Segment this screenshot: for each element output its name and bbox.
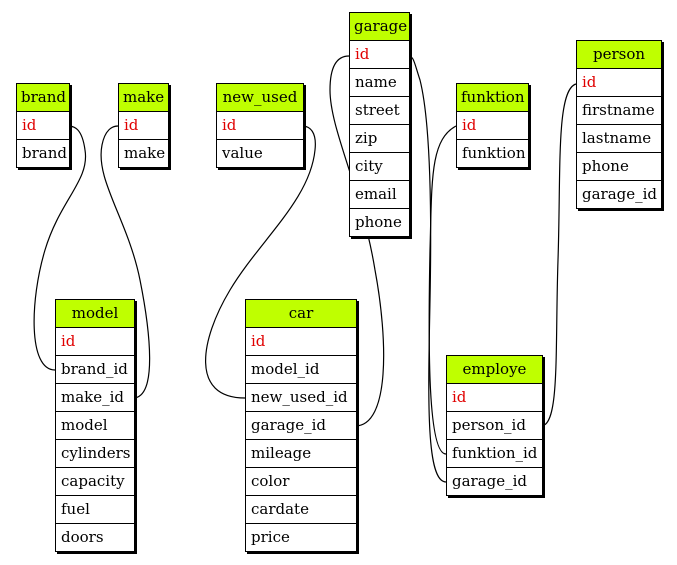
field-phone: phone bbox=[355, 213, 402, 231]
field-email: email bbox=[350, 181, 409, 209]
table-garage[interactable]: garage id name street zip city email pho… bbox=[349, 12, 410, 237]
field-person-id: person_id bbox=[447, 412, 542, 440]
edge-model-brand bbox=[33, 125, 87, 371]
table-title: brand bbox=[17, 84, 69, 112]
table-car[interactable]: car id model_id new_used_id garage_id mi… bbox=[245, 299, 357, 552]
table-funktion[interactable]: funktion id funktion bbox=[456, 83, 529, 168]
field-garage-id: garage_id bbox=[582, 185, 658, 203]
field-brand-id: brand_id bbox=[56, 356, 134, 384]
field-doors: doors bbox=[61, 528, 104, 546]
table-title: garage bbox=[350, 13, 409, 41]
field-id: id bbox=[17, 112, 69, 140]
field-make-id: make_id bbox=[56, 384, 134, 412]
table-title: car bbox=[246, 300, 356, 328]
edge-car-new-used bbox=[205, 125, 316, 399]
field-city: city bbox=[350, 153, 409, 181]
table-model[interactable]: model id brand_id make_id model cylinder… bbox=[55, 299, 135, 552]
field-capacity: capacity bbox=[56, 468, 134, 496]
field-funktion-id: funktion_id bbox=[447, 440, 542, 468]
table-title: new_used bbox=[217, 84, 303, 112]
table-title: make bbox=[119, 84, 168, 112]
field-id: id bbox=[119, 112, 168, 140]
field-funktion: funktion bbox=[462, 144, 526, 162]
field-garage-id: garage_id bbox=[246, 412, 356, 440]
edge-employe-garage bbox=[407, 55, 447, 483]
table-title: employe bbox=[447, 356, 542, 384]
field-id: id bbox=[56, 328, 134, 356]
field-make: make bbox=[124, 144, 166, 162]
field-new-used-id: new_used_id bbox=[246, 384, 356, 412]
field-price: price bbox=[251, 528, 290, 546]
table-brand[interactable]: brand id brand bbox=[16, 83, 70, 168]
field-id: id bbox=[457, 112, 528, 140]
table-make[interactable]: make id make bbox=[118, 83, 169, 168]
field-color: color bbox=[246, 468, 356, 496]
table-title: funktion bbox=[457, 84, 528, 112]
field-model-id: model_id bbox=[246, 356, 356, 384]
field-cylinders: cylinders bbox=[56, 440, 134, 468]
field-model: model bbox=[56, 412, 134, 440]
field-name: name bbox=[350, 69, 409, 97]
edge-employe-funktion bbox=[428, 125, 457, 455]
edge-model-make bbox=[100, 125, 151, 399]
field-value: value bbox=[222, 144, 263, 162]
edge-employe-person bbox=[540, 83, 577, 427]
field-phone: phone bbox=[577, 153, 661, 181]
field-id: id bbox=[577, 69, 661, 97]
table-employe[interactable]: employe id person_id funktion_id garage_… bbox=[446, 355, 543, 496]
field-id: id bbox=[246, 328, 356, 356]
field-mileage: mileage bbox=[246, 440, 356, 468]
field-id: id bbox=[447, 384, 542, 412]
field-lastname: lastname bbox=[577, 125, 661, 153]
field-id: id bbox=[217, 112, 303, 140]
field-zip: zip bbox=[350, 125, 409, 153]
field-fuel: fuel bbox=[56, 496, 134, 524]
table-title: person bbox=[577, 41, 661, 69]
field-cardate: cardate bbox=[246, 496, 356, 524]
table-new-used[interactable]: new_used id value bbox=[216, 83, 304, 168]
field-garage-id: garage_id bbox=[452, 472, 528, 490]
table-title: model bbox=[56, 300, 134, 328]
field-id: id bbox=[350, 41, 409, 69]
table-person[interactable]: person id firstname lastname phone garag… bbox=[576, 40, 662, 209]
field-street: street bbox=[350, 97, 409, 125]
field-firstname: firstname bbox=[577, 97, 661, 125]
field-brand: brand bbox=[22, 144, 67, 162]
